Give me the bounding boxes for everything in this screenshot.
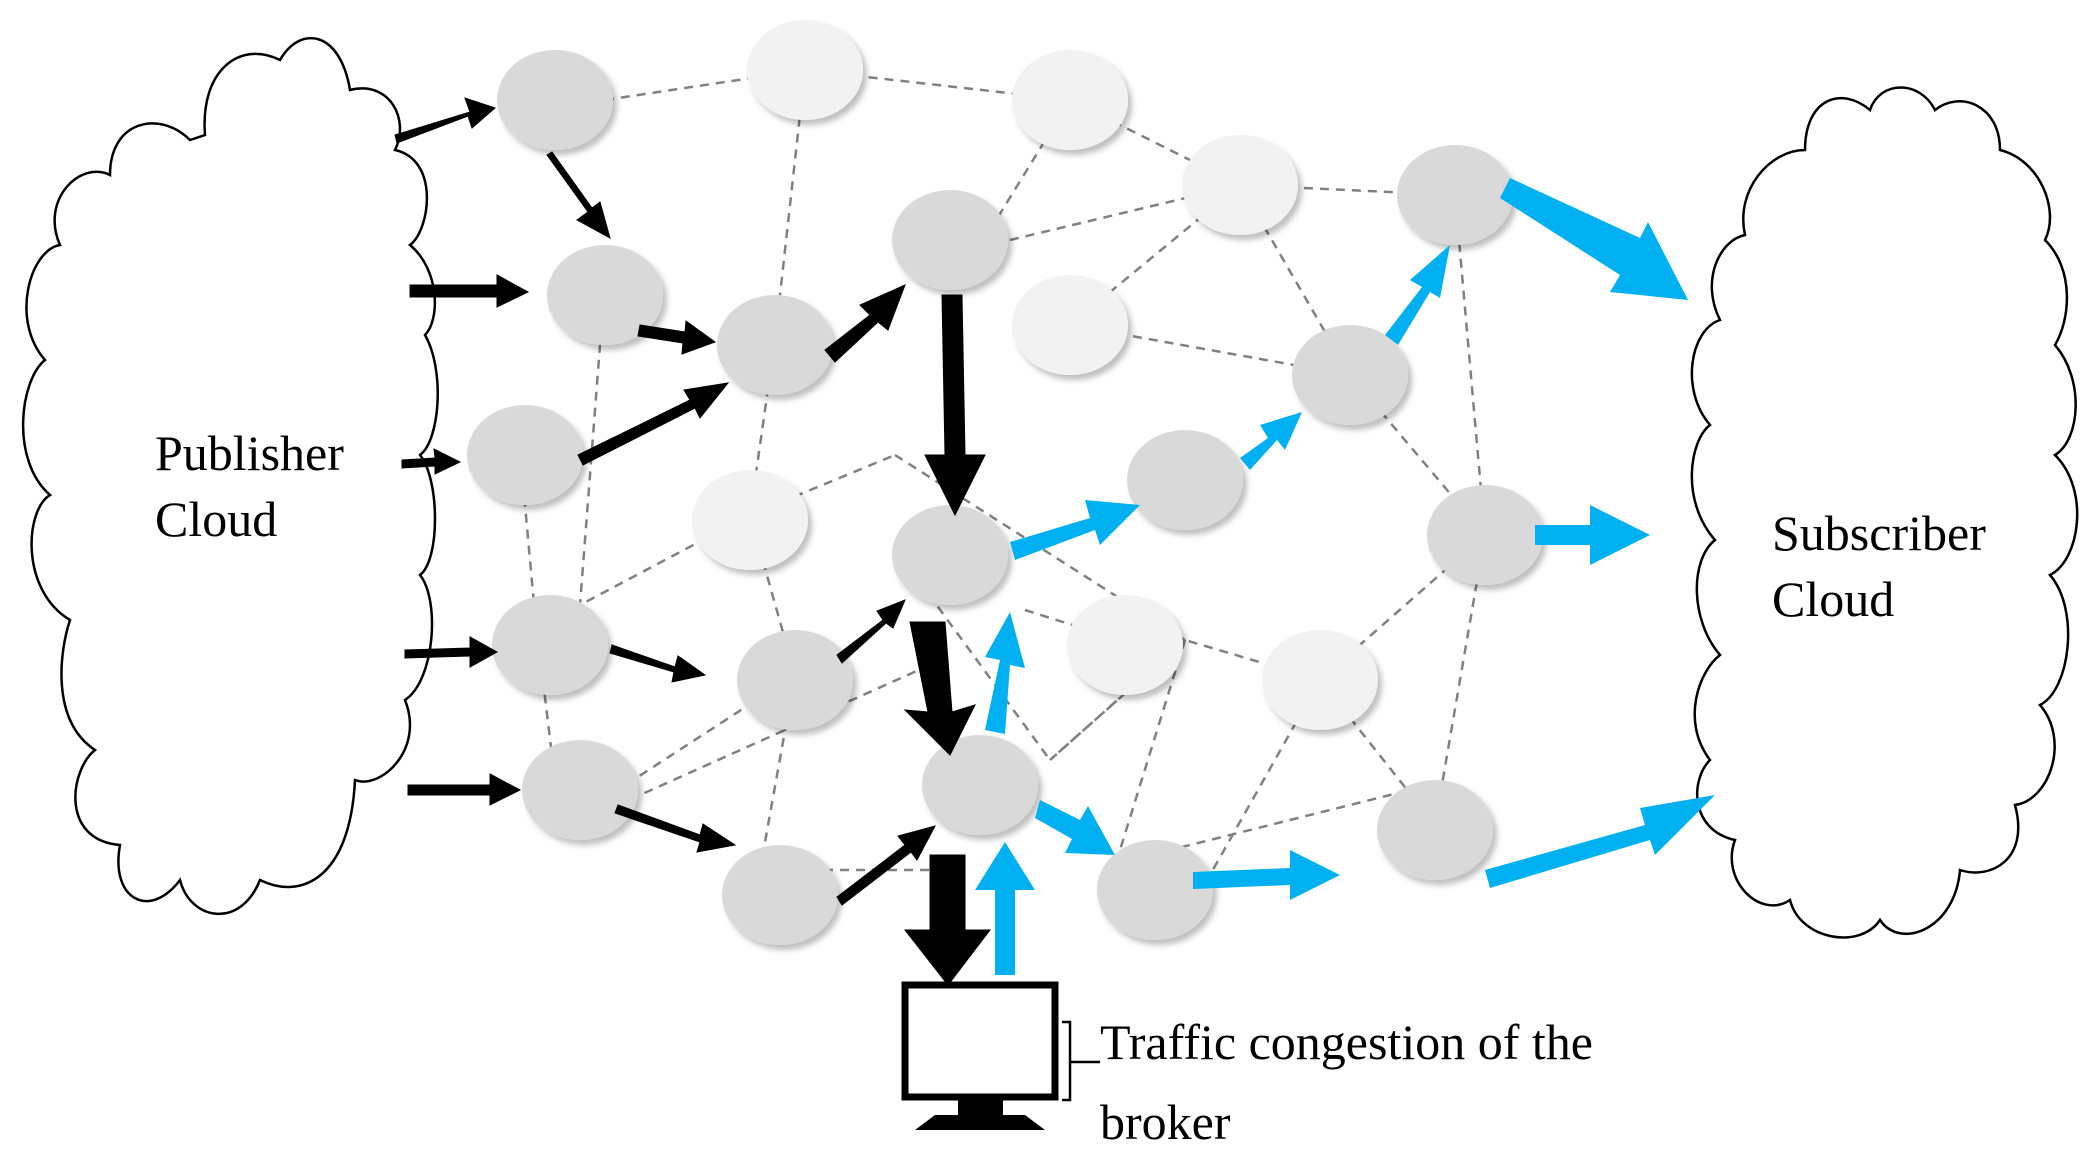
arrow bbox=[407, 773, 522, 806]
arrow bbox=[836, 825, 936, 906]
congestion-note-line2: broker bbox=[1100, 1094, 1231, 1150]
arrow bbox=[546, 151, 611, 240]
publisher-cloud-icon bbox=[21, 36, 439, 916]
arrow bbox=[1010, 500, 1140, 560]
arrow bbox=[903, 621, 976, 756]
broker-node bbox=[692, 470, 808, 570]
broker-node bbox=[892, 190, 1008, 290]
arrow bbox=[1500, 178, 1688, 300]
arrow bbox=[614, 804, 737, 853]
broker-node bbox=[1182, 135, 1298, 235]
arrow bbox=[577, 382, 730, 466]
arrow bbox=[924, 294, 986, 517]
broker-node bbox=[467, 405, 583, 505]
arrow bbox=[824, 284, 906, 363]
subscriber-cloud-icon bbox=[1690, 86, 2079, 939]
broker-node bbox=[722, 845, 838, 945]
broker-node bbox=[1097, 840, 1213, 940]
arrow bbox=[609, 644, 707, 683]
broker-node bbox=[1377, 780, 1493, 880]
arrow bbox=[1535, 505, 1650, 565]
publisher-label-line1: Publisher bbox=[155, 425, 344, 481]
arrow bbox=[409, 274, 530, 308]
computer-monitor-icon bbox=[901, 981, 1100, 1130]
publish-flow-arrows bbox=[394, 97, 992, 986]
publisher-cloud-label: Publisher Cloud bbox=[155, 420, 344, 552]
broker-node bbox=[1292, 325, 1408, 425]
broker-node bbox=[892, 505, 1008, 605]
broker-node bbox=[1012, 50, 1128, 150]
arrow bbox=[1485, 795, 1715, 888]
broker-node bbox=[1012, 275, 1128, 375]
broker-nodes bbox=[467, 20, 1543, 945]
arrow bbox=[975, 842, 1035, 975]
publisher-label-line2: Cloud bbox=[155, 491, 278, 547]
subscriber-label-line2: Cloud bbox=[1772, 571, 1895, 627]
arrow bbox=[836, 599, 906, 664]
broker-node bbox=[547, 245, 663, 345]
subscriber-cloud-label: Subscriber Cloud bbox=[1772, 500, 1986, 632]
arrow bbox=[394, 97, 496, 144]
broker-node bbox=[497, 50, 613, 150]
arrow bbox=[1035, 800, 1115, 855]
broker-node bbox=[1397, 145, 1513, 245]
arrow bbox=[985, 612, 1025, 734]
arrow bbox=[1193, 850, 1340, 900]
broker-node bbox=[522, 740, 638, 840]
broker-node bbox=[717, 295, 833, 395]
broker-node bbox=[747, 20, 863, 120]
broker-node bbox=[922, 735, 1038, 835]
congestion-note: Traffic congestion of the broker bbox=[1100, 1002, 1593, 1162]
arrow bbox=[637, 320, 717, 355]
arrow bbox=[401, 448, 462, 475]
broker-node bbox=[1262, 630, 1378, 730]
broker-node bbox=[737, 630, 853, 730]
broker-node bbox=[1127, 430, 1243, 530]
subscribe-flow-arrows bbox=[975, 178, 1715, 975]
broker-node bbox=[1067, 595, 1183, 695]
broker-node bbox=[1427, 485, 1543, 585]
arrow bbox=[1385, 245, 1450, 345]
arrow bbox=[903, 854, 992, 986]
arrow bbox=[404, 636, 499, 668]
congestion-note-line1: Traffic congestion of the bbox=[1100, 1014, 1593, 1070]
arrow bbox=[1240, 412, 1302, 470]
broker-node bbox=[492, 595, 608, 695]
subscriber-label-line1: Subscriber bbox=[1772, 505, 1986, 561]
